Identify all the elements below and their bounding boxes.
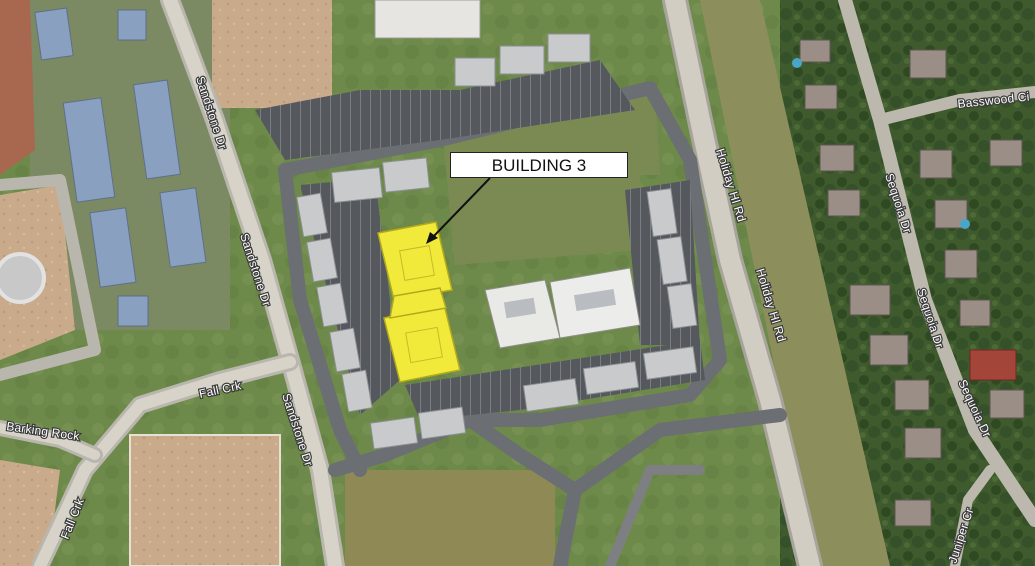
house-left-2: [117, 9, 147, 41]
red-dirt-area: [0, 0, 35, 175]
carport-1: [454, 57, 496, 87]
road-juniper-cr: [950, 465, 995, 566]
building-3-callout: BUILDING 3: [450, 152, 628, 178]
carport-8: [316, 282, 348, 328]
road-left-residential: [0, 174, 101, 381]
house-left-5: [89, 207, 137, 288]
carport-10: [341, 369, 373, 413]
carport-12: [656, 235, 688, 286]
carport-7: [306, 237, 338, 283]
house-left-4: [132, 79, 181, 180]
dirt-field-bottom: [129, 434, 281, 566]
carport-2: [499, 45, 545, 75]
house-left-6: [159, 187, 207, 268]
carport-15: [417, 406, 467, 440]
house-left-3: [62, 97, 116, 203]
carport-6: [296, 192, 328, 238]
carport-13: [666, 282, 698, 330]
carport-17: [582, 360, 640, 396]
carport-18: [642, 346, 698, 380]
parking-lot-west: [300, 178, 400, 415]
carport-14: [369, 416, 419, 450]
pool-icon-1: [792, 58, 802, 68]
house-right-5: [849, 284, 891, 316]
carport-5: [382, 157, 430, 193]
road-campus-east-exit: [568, 408, 787, 497]
house-right-9: [909, 49, 947, 79]
house-right-7: [894, 379, 930, 411]
callout-arrow-head: [426, 232, 438, 244]
house-right-1: [799, 39, 831, 63]
house-right-14: [989, 389, 1025, 419]
house-right-8: [904, 427, 942, 459]
pool-icon-2: [960, 219, 970, 229]
parking-lot-top: [255, 60, 635, 160]
road-campus-west: [278, 163, 367, 477]
house-right-10: [919, 149, 953, 179]
house-right-12: [944, 249, 978, 279]
house-right-6: [869, 334, 909, 366]
house-right-4: [827, 189, 861, 217]
road-basswood-ci: [874, 86, 1035, 126]
dirt-field-bottom-center: [345, 470, 555, 566]
house-right-16: [894, 499, 932, 527]
carport-16: [522, 377, 580, 413]
house-right-3: [819, 144, 855, 172]
road-lower-drive: [605, 465, 705, 566]
highway-median: [700, 0, 890, 566]
house-red-roof: [969, 349, 1017, 381]
house-left-1: [34, 7, 74, 61]
main-office-building: [484, 267, 641, 349]
building-top: [374, 0, 481, 39]
dirt-field-top: [212, 0, 332, 108]
house-right-2: [804, 84, 838, 110]
carport-3: [547, 33, 591, 63]
building-3-highlight: [377, 221, 461, 383]
carport-9: [329, 327, 361, 373]
carport-4: [331, 167, 383, 203]
carport-11: [646, 187, 678, 238]
house-left-7: [117, 295, 149, 327]
callout-arrow-line: [431, 177, 491, 239]
road-sequoia-dr: [838, 0, 1035, 527]
cul-de-sac: [0, 252, 46, 304]
parking-lot-south: [405, 340, 705, 420]
house-right-15: [989, 139, 1023, 167]
house-right-13: [959, 299, 991, 327]
road-campus-south: [463, 413, 582, 566]
